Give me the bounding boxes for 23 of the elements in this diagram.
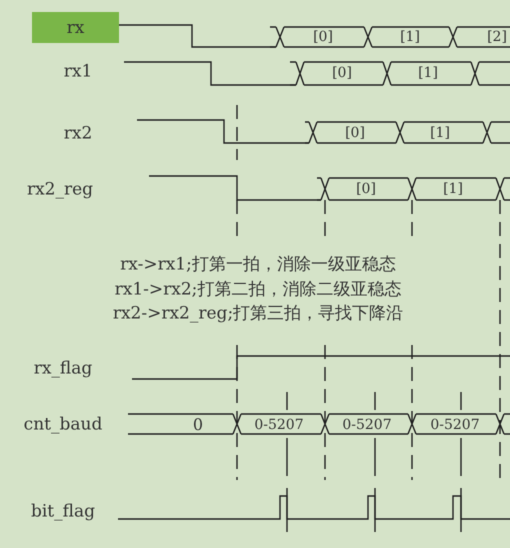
signal-name: rx_flag <box>34 360 92 378</box>
bus-value: 0 <box>192 417 204 433</box>
bus-value: [0] <box>356 182 376 196</box>
bus-value: [0] <box>313 30 333 44</box>
bus-value: [1] <box>418 66 438 80</box>
bus-value: [1] <box>443 182 463 196</box>
bus-value: [1] <box>400 30 420 44</box>
signal-name: rx2 <box>64 126 92 142</box>
bus-value: [0] <box>345 126 365 140</box>
bus-value: [2] <box>487 30 507 44</box>
bus-value: 0-5207 <box>342 418 392 432</box>
note-text: rx1->rx2;打第二拍，消除二级亚稳态 <box>114 282 402 298</box>
note-text: rx2->rx2_reg;打第三拍，寻找下降沿 <box>112 306 404 322</box>
bus-value: [0] <box>332 66 352 80</box>
bus-value: 0-5207 <box>254 418 304 432</box>
signal-name: cnt_baud <box>24 416 102 434</box>
signal-name: bit_flag <box>31 504 95 520</box>
bus-value: [1] <box>430 126 450 140</box>
note-text: rx->rx1;打第一拍，消除一级亚稳态 <box>120 256 396 274</box>
signal-name: rx1 <box>64 64 92 80</box>
bus-value: 0-5207 <box>430 418 480 432</box>
signal-name: rx2_reg <box>26 182 94 198</box>
signal-name-box: rx <box>32 12 119 43</box>
